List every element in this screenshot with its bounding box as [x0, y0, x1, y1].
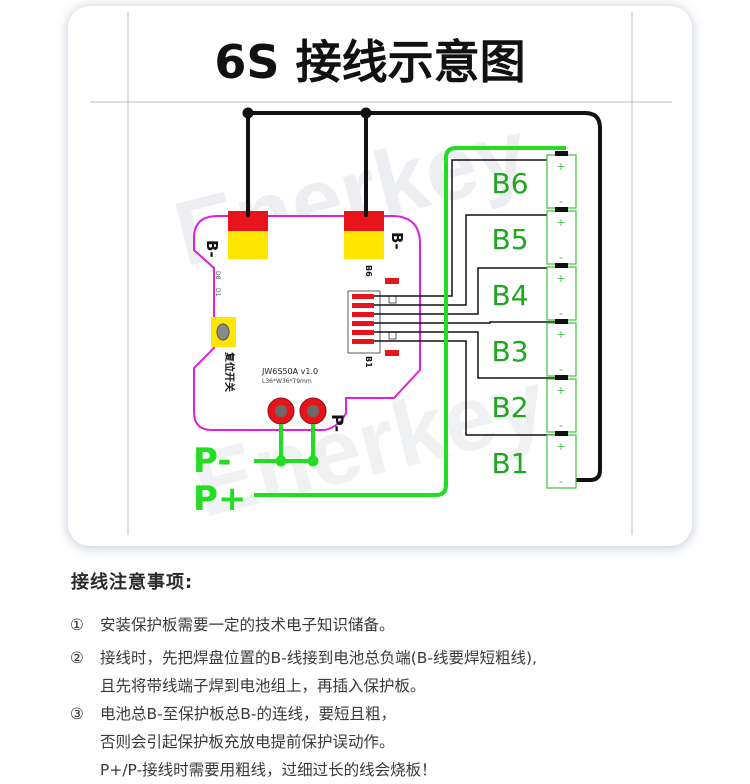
terminal-pminus-label: P- — [193, 441, 231, 481]
note-3: ③ 电池总B-至保护板总B-的连线，要短且粗， 否则会引起保护板充放电提前保护误动… — [70, 700, 437, 784]
svg-text:+: + — [556, 160, 565, 173]
board-model: JW6S50A v1.0 — [261, 367, 318, 376]
connector-label-top: B6 — [364, 265, 373, 277]
cell-b6: + - B6 — [491, 151, 577, 209]
balance-wires — [374, 159, 566, 436]
cell-label-b5: B5 — [491, 223, 528, 256]
svg-text:D1: D1 — [214, 288, 221, 297]
bminus-label-right: B- — [388, 232, 406, 250]
svg-text:D8: D8 — [214, 271, 221, 280]
svg-text:+: + — [556, 216, 565, 229]
bminus-pad-right-red — [344, 211, 384, 231]
connector-label-bottom: B1 — [364, 356, 373, 368]
reset-switch-button — [216, 323, 230, 341]
wiring-diagram: Enerkey Enerkey 6S 接线示意图 B- B- D8 D1 复位开… — [90, 12, 672, 537]
cell-label-b1: B1 — [491, 447, 528, 480]
note-line: 安装保护板需要一定的技术电子知识储备。 — [100, 616, 395, 634]
terminal-pplus-label: P+ — [193, 479, 246, 519]
cell-label-b2: B2 — [491, 391, 528, 424]
note-line: 且先将带线端子焊到电池组上，再插入保护板。 — [100, 677, 426, 695]
cell-b5: + - B5 — [491, 207, 577, 265]
note-line: P+/P-接线时需要用粗线，过细过长的线会烧板！ — [100, 761, 437, 779]
note-number: ③ — [70, 705, 84, 723]
svg-text:-: - — [559, 475, 563, 488]
board-size: L36*W36*T9mm — [262, 378, 312, 385]
note-number: ② — [70, 649, 84, 667]
cell-label-b4: B4 — [491, 279, 528, 312]
svg-text:-: - — [559, 419, 563, 432]
svg-text:-: - — [559, 363, 563, 376]
bminus-pad-left-yellow — [228, 231, 268, 259]
note-number: ① — [70, 616, 84, 634]
svg-text:+: + — [556, 384, 565, 397]
cell-label-b6: B6 — [491, 167, 528, 200]
cell-b4: + - B4 — [491, 263, 577, 321]
note-line: 否则会引起保护板充放电提前保护误动作。 — [100, 733, 395, 751]
svg-text:+: + — [556, 440, 565, 453]
notes-title: 接线注意事项: — [71, 572, 194, 593]
cell-b2: + - B2 — [491, 375, 577, 433]
protection-board-outline — [193, 215, 421, 431]
svg-text:+: + — [556, 328, 565, 341]
bminus-wires — [246, 111, 602, 482]
pplus-wire — [254, 146, 566, 497]
battery-cells: + - B6 + - B5 + - B4 + - B3 + — [491, 151, 577, 489]
note-line: 接线时，先把焊盘位置的B-线接到电池总负端(B-线要焊短粗线), — [100, 649, 537, 667]
cell-label-b3: B3 — [491, 335, 528, 368]
cell-b3: + - B3 — [491, 319, 577, 377]
bminus-label-left: B- — [203, 240, 221, 258]
note-1: ① 安装保护板需要一定的技术电子知识储备。 — [70, 611, 395, 639]
svg-text:-: - — [559, 195, 563, 208]
bminus-pad-left-red — [228, 211, 268, 231]
note-2: ② 接线时，先把焊盘位置的B-线接到电池总负端(B-线要焊短粗线), 且先将带线端… — [70, 644, 537, 700]
note-line: 电池总B-至保护板总B-的连线，要短且粗， — [100, 705, 396, 723]
diagram-title: 6S 接线示意图 — [214, 35, 525, 89]
svg-text:-: - — [559, 307, 563, 320]
svg-text:+: + — [556, 272, 565, 285]
cell-b1: + - B1 — [491, 431, 577, 489]
frame-lines — [90, 12, 672, 535]
balance-connector — [347, 278, 399, 356]
pminus-pad-label: P- — [328, 414, 347, 432]
bminus-pad-right-yellow — [344, 231, 384, 259]
reset-switch-label: 复位开关 — [223, 351, 236, 392]
svg-text:-: - — [559, 251, 563, 264]
